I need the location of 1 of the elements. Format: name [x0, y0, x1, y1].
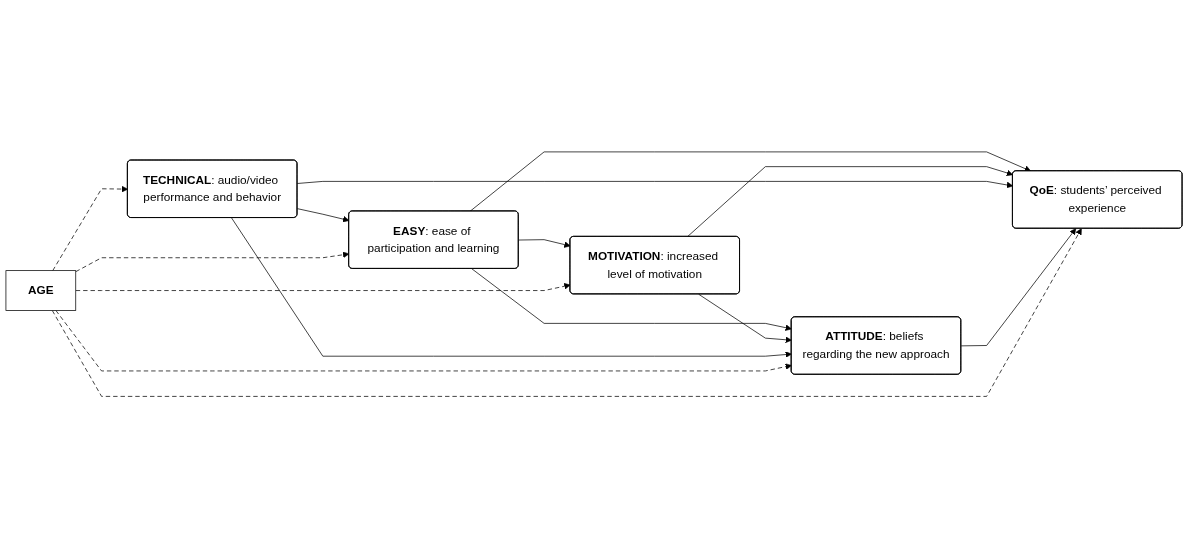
node-box: AGE: [5, 270, 77, 311]
